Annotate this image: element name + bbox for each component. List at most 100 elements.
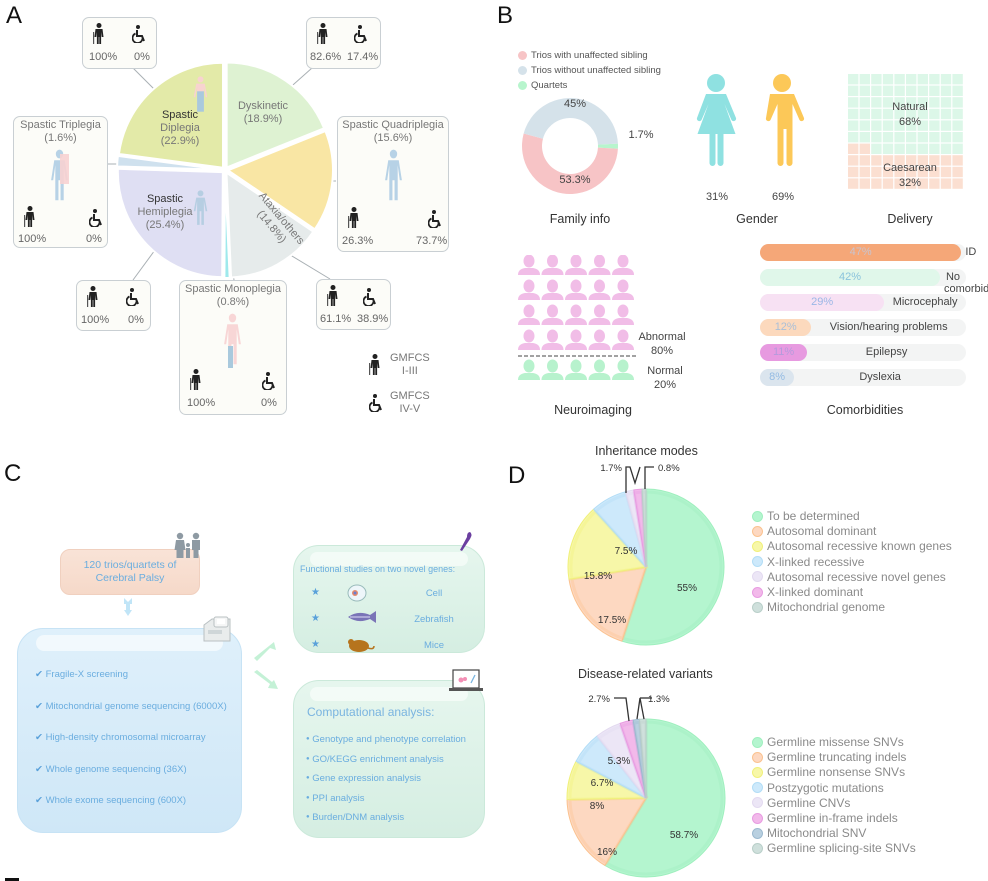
legend-swatch	[752, 751, 763, 763]
legend-item: Autosomal recessive known genes	[752, 539, 952, 553]
computational-item: ● Gene expression analysis	[306, 773, 421, 784]
legend-swatch	[752, 842, 763, 854]
waffle-cell-caesarean	[882, 155, 894, 166]
waffle-cell-natural	[917, 132, 928, 143]
check-icon: ✔	[35, 669, 43, 680]
waffle-cell-natural	[848, 97, 859, 108]
functional-item: ★Zebrafish	[294, 610, 484, 630]
walker-icon	[93, 23, 104, 44]
check-icon: ✔	[35, 732, 43, 743]
waffle-cell-natural	[871, 74, 882, 85]
waffle-cell-natural	[859, 74, 870, 85]
legend-label: Postzygotic mutations	[767, 780, 884, 795]
waffle-cell-natural	[940, 120, 952, 131]
variants-pie-chart: 58.7%16%8%6.7%5.3%2.7%1.3%1.3%	[566, 694, 726, 878]
panel-label-b: B	[497, 2, 514, 29]
caption-family-info: Family info	[549, 212, 611, 226]
legend-label: Germline splicing-site SNVs	[767, 841, 916, 856]
waffle-cell-natural	[894, 120, 905, 131]
person-icon-abnormal	[541, 255, 564, 275]
pie-value-label: 16%	[597, 847, 617, 858]
family-legend-item: Trios with unaffected sibling	[518, 50, 648, 61]
waffle-cell-caesarean	[940, 178, 952, 189]
comorbidity-pct: 12%	[774, 321, 797, 333]
sequencing-item-label: Whole genome sequencing (36X)	[45, 763, 187, 775]
functional-box: Functional studies on two novel genes: ★…	[293, 545, 485, 653]
pie-value-label: 15.8%	[584, 571, 612, 582]
waffle-cell-natural	[917, 97, 928, 108]
waffle-cell-caesarean	[871, 166, 882, 178]
waffle-cell-natural	[929, 108, 940, 120]
legend-label: Mitochondrial SNV	[767, 826, 867, 841]
person-icon-normal	[588, 359, 611, 380]
female-pct: 31%	[705, 191, 729, 203]
pie-slice-germline-missense-snvs	[604, 718, 726, 878]
star-icon: ★	[311, 587, 320, 598]
legend-item: Germline CNVs	[752, 796, 850, 810]
walker-icon	[348, 207, 359, 228]
branch-arrows	[254, 642, 278, 689]
cp-subtype-pie	[116, 61, 334, 279]
panel-label-e-partial	[5, 878, 19, 881]
bullet-icon: ●	[306, 775, 310, 781]
waffle-cell-caesarean	[848, 155, 859, 166]
pie-slice-dyskinetic	[225, 61, 326, 169]
waffle-cell-natural	[848, 120, 859, 131]
legend-item: Autosomal dominant	[752, 524, 876, 538]
pie-value-label: 55%	[677, 583, 697, 594]
waffle-cell-natural	[859, 85, 870, 96]
pie-slice-ataxia-others	[225, 170, 315, 279]
computational-item: ● Genotype and phenotype correlation	[306, 734, 466, 745]
waffle-cell-natural	[906, 120, 917, 131]
person-icon-abnormal	[565, 279, 587, 300]
waffle-cell-caesarean	[929, 178, 940, 189]
pie-value-label-outside: 1.3%	[648, 694, 670, 705]
caption-comorbidities: Comorbidities	[826, 403, 904, 417]
gmfcs-box-dyskinetic: 82.6% 17.4%	[306, 17, 381, 69]
body-icon-monoplegia	[224, 313, 241, 368]
waffle-cell-natural	[871, 97, 882, 108]
comorbidity-name: Epilepsy	[865, 346, 908, 358]
comorbidity-row: 8%Dyslexia	[760, 369, 966, 386]
pie-value-label: 17.5%	[598, 615, 626, 626]
sequencing-item: ✔ High-density chromosomal microarray	[35, 732, 206, 743]
comorbidity-name: ID	[965, 246, 977, 258]
waffle-cell-natural	[906, 85, 917, 96]
triplegia-title: Spastic Triplegia (1.6%)	[20, 119, 101, 144]
computational-item-label: Genotype and phenotype correlation	[312, 734, 466, 745]
waffle-cell-natural	[894, 74, 905, 85]
waffle-cell-natural	[906, 74, 917, 85]
waffle-cell-caesarean	[882, 166, 894, 178]
laptop-icon	[449, 669, 483, 691]
waffle-cell-natural	[848, 108, 859, 120]
comorbidity-name: Vision/hearing problems	[829, 321, 948, 333]
waffle-cell-natural	[848, 74, 859, 85]
waffle-cell-natural	[906, 143, 917, 154]
chart-title-inheritance: Inheritance modes	[595, 444, 698, 458]
waffle-cell-natural	[882, 120, 894, 131]
waffle-cell-caesarean	[952, 178, 963, 189]
waffle-cell-natural	[952, 97, 963, 108]
arrow-up-right-icon	[254, 642, 276, 661]
person-icon-abnormal	[612, 329, 634, 350]
legend-label: Autosomal recessive novel genes	[767, 569, 946, 584]
leader-line	[636, 697, 645, 720]
comorbidity-name: Microcephaly	[892, 296, 958, 308]
sequencing-item-label: Fragile-X screening	[45, 669, 128, 680]
wheelchair-icon	[126, 288, 139, 306]
waffle-cell-caesarean	[929, 166, 940, 178]
zebrafish-icon	[346, 610, 378, 629]
waffle-cell-caesarean	[848, 178, 859, 189]
pie-slice-autosomal-dominant	[568, 566, 647, 642]
comorbidity-name: No comorbidity	[943, 271, 988, 295]
waffle-cell-natural	[871, 120, 882, 131]
wheelchair-icon	[132, 25, 145, 43]
legend-item: Mitochondrial genome	[752, 600, 885, 614]
waffle-cell-natural	[848, 132, 859, 143]
comorbidity-row: 42%No comorbidity	[760, 269, 988, 295]
pie-slice-spastic-diplegia	[117, 61, 225, 169]
waffle-cell-natural	[882, 132, 894, 143]
family-donut	[522, 97, 618, 194]
waffle-cell-caesarean	[906, 178, 917, 189]
